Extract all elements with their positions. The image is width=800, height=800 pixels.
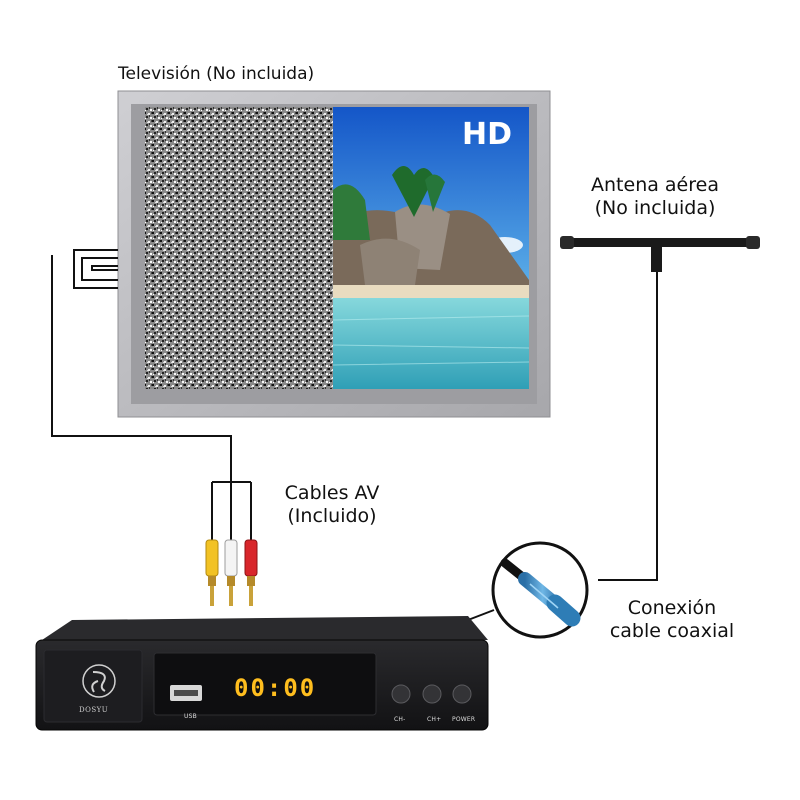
ch-minus-button [391,684,411,704]
rca-plug-red [244,539,258,606]
power-label: POWER [452,716,476,723]
av-cables-label-line2: (Incluido) [287,504,377,527]
usb-label: USB [184,713,197,720]
ch-plus-button [422,684,442,704]
usb-port [170,685,202,701]
av-cables-label-line1: Cables AV [284,482,380,504]
set-top-box [35,616,489,731]
av-cables-label: Cables AV (Incluido) [262,482,402,528]
tv-hd-half [332,107,530,389]
rca-plug-yellow [205,539,219,606]
antenna [560,236,760,581]
coaxial-connector-zoom [467,541,589,639]
display-time: 00:00 [234,674,317,702]
coaxial-label-line2: cable coaxial [609,619,735,642]
brand-logo [82,664,116,698]
power-button [452,684,472,704]
brand-name: DOSYU [79,706,109,714]
coaxial-label: Conexión cable coaxial [588,597,756,643]
ch-plus-label: CH+ [427,716,442,723]
rca-plug-white [224,539,238,606]
tv-static-half [145,107,333,389]
ch-minus-label: CH- [394,716,406,723]
hd-badge: HD [462,117,513,152]
av-cable-wires [51,249,252,540]
television [117,90,551,418]
television-label: Televisión (No incluida) [118,64,315,84]
antenna-label: Antena aérea (No incluida) [570,174,740,220]
coaxial-label-line1: Conexión [627,597,717,619]
antenna-label-line1: Antena aérea [591,174,719,196]
antenna-label-line2: (No incluida) [594,196,716,219]
